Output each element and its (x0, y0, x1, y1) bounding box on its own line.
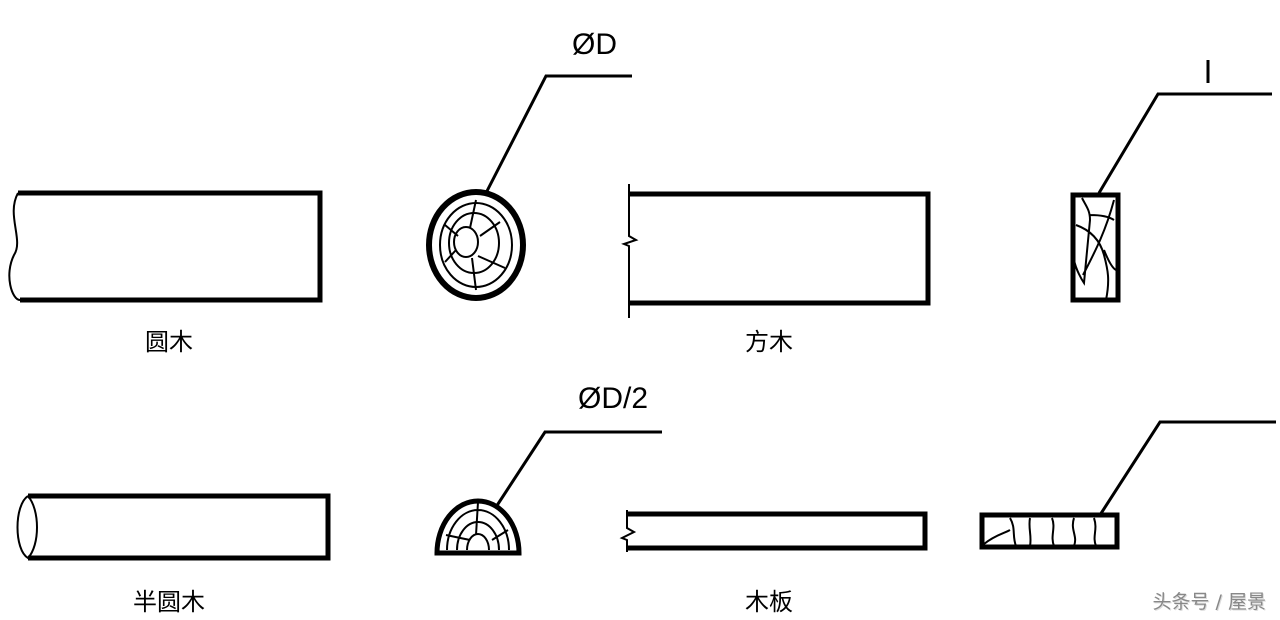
half-diameter-label: ØD/2 (578, 382, 649, 415)
half-round-timber-elevation (16, 493, 331, 561)
square-timber-section (1070, 60, 1272, 303)
board-section (979, 420, 1276, 550)
board-label: 木板 (745, 588, 793, 616)
square-timber-label: 方木 (745, 328, 793, 356)
round-timber-elevation (8, 190, 323, 303)
round-timber-label: 圆木 (145, 328, 193, 356)
round-timber-section (426, 74, 632, 301)
half-round-timber-section (434, 430, 662, 556)
diameter-label: ØD (572, 28, 617, 61)
square-timber-elevation (621, 184, 931, 318)
board-elevation (619, 510, 928, 552)
half-round-timber-label: 半圆木 (133, 588, 205, 616)
watermark: 头条号 / 屋景 (1152, 591, 1266, 613)
